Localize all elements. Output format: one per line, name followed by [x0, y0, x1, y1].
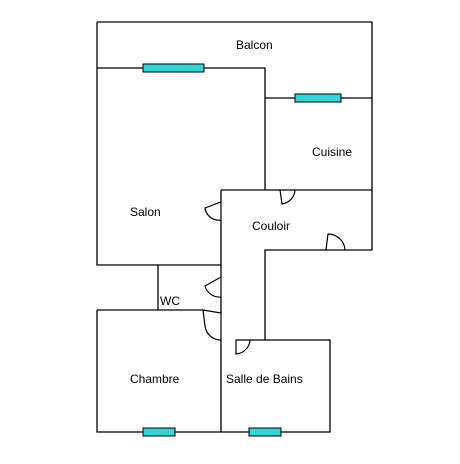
balcon-wall	[97, 21, 373, 98]
window-cuisine	[294, 93, 342, 103]
label-wc: WC	[160, 294, 180, 308]
label-chambre: Chambre	[130, 372, 180, 386]
chambre-left-wall	[96, 310, 222, 433]
couloir-right-wall	[264, 249, 326, 340]
room-labels: Balcon Cuisine Salon Couloir WC Chambre …	[130, 38, 352, 386]
windows	[142, 63, 342, 437]
window-sdb	[248, 427, 282, 437]
salon-left-wall	[96, 68, 221, 266]
door-balcon-cuisine	[325, 233, 346, 251]
door-sdb	[235, 339, 251, 355]
label-balcon: Balcon	[236, 38, 273, 52]
label-couloir: Couloir	[252, 219, 290, 233]
window-salon	[142, 63, 205, 73]
door-cuisine	[279, 189, 296, 205]
window-chambre	[142, 427, 176, 437]
label-salon: Salon	[130, 205, 161, 219]
salon-wall	[97, 67, 266, 190]
door-wc	[204, 275, 222, 298]
label-salle-de-bains: Salle de Bains	[226, 372, 303, 386]
label-cuisine: Cuisine	[312, 145, 352, 159]
walls	[96, 21, 373, 433]
door-salon	[204, 201, 222, 221]
door-chambre	[202, 309, 222, 341]
doors	[202, 189, 346, 355]
